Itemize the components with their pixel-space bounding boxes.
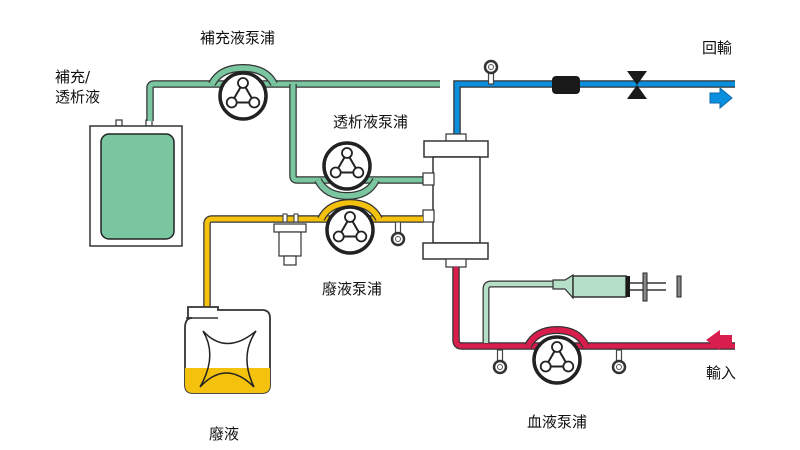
anticoagulant-line (482, 280, 554, 343)
blood-pump (524, 325, 590, 385)
effluent-pump-label: 廢液泵浦 (322, 280, 383, 298)
dialysate-pump (314, 141, 380, 201)
access-label: 輸入 (706, 364, 737, 382)
replacement-dialysate-bag (89, 119, 183, 247)
return-label: 回輸 (702, 39, 733, 57)
effluent-container (184, 306, 271, 394)
effluent-pressure-gauge (390, 220, 406, 247)
return-line (453, 80, 735, 142)
effluent-label: 廢液 (209, 425, 240, 443)
blood-pump-label: 血液泵浦 (527, 413, 588, 431)
air-detector (552, 76, 580, 94)
pre-pump-pressure-gauge (492, 348, 508, 375)
dialysate-pump-label: 透析液泵浦 (333, 113, 409, 131)
syringe-pump (552, 272, 682, 302)
effluent-line (203, 215, 423, 313)
access-pressure-gauge (611, 348, 627, 375)
effluent-pump (317, 198, 383, 255)
replacement-pump-label: 補充液泵浦 (200, 29, 276, 47)
blood-access-line (452, 267, 735, 350)
replacement-pump (208, 63, 278, 121)
access-arrow-icon (706, 330, 732, 350)
replacement-dialysate-label: 補充/ 透析液 (55, 68, 101, 106)
return-arrow-icon (709, 86, 733, 110)
hemofilter (422, 133, 489, 268)
return-clamp-valve (627, 71, 647, 99)
dialysate-line (146, 80, 440, 184)
blood-leak-detector (273, 213, 307, 266)
